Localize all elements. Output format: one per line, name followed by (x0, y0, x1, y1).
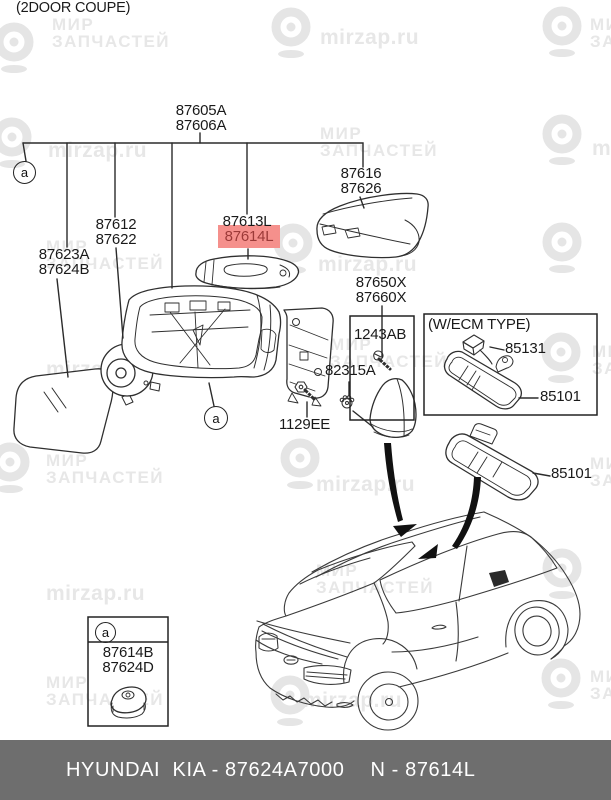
grommet-icon (339, 395, 355, 409)
watermark-site: mirzap.ru (48, 139, 148, 162)
watermark-site: mirzap.ru (46, 582, 146, 605)
footer-part-number: HYUNDAI KIA - 87624A7000 (66, 758, 345, 781)
watermark-site: mirzap.ru (592, 137, 611, 160)
mirror-housing-drawing (121, 285, 334, 407)
lamp-bracket-drawing (195, 255, 300, 290)
footer-ref-number: N - 87614L (370, 758, 476, 781)
highlight-box (218, 225, 280, 248)
marker-a-housing: a (204, 406, 228, 430)
variant-title: (2DOOR COUPE) (16, 0, 131, 16)
part-label-grommet[interactable]: 82315A (325, 362, 376, 379)
part-label-highlighted[interactable]: 87614L (224, 228, 274, 245)
part-label-screw[interactable]: 1243AB (354, 326, 407, 343)
bolt-icon (294, 381, 316, 401)
part-label-bolt[interactable]: 1129EE (279, 416, 331, 433)
mirror-glass-drawing (13, 368, 114, 454)
part-label-ecm-mirror[interactable]: 85101 (540, 388, 581, 405)
part-label-lamp-bracket[interactable]: 87613L (222, 213, 272, 230)
watermark-site: mirzap.ru (303, 689, 403, 712)
watermark-site: mirzap.ru (46, 358, 146, 381)
watermark-site: mirzap.ru (320, 26, 420, 49)
watermark-site: mirzap.ru (316, 473, 416, 496)
part-label-ecm-sensor[interactable]: 85131 (505, 340, 546, 357)
base-cover-drawing (369, 378, 417, 438)
part-label-inside-mirror[interactable]: 85101 (551, 465, 592, 482)
marker-a-top: a (13, 161, 36, 184)
marker-a-detail-box: a (95, 622, 116, 643)
watermark-site: mirzap.ru (318, 253, 418, 276)
ecm-sensor-drawing (462, 334, 493, 365)
ecm-mirror-drawing (443, 350, 522, 410)
mirror-cover-drawing (316, 192, 429, 259)
ecm-box-title: (W/ECM TYPE) (428, 316, 531, 333)
footer-bar: HYUNDAI KIA - 87624A7000 N - 87614L (0, 740, 611, 800)
inside-mirror-drawing (445, 423, 539, 501)
pointer-arrows (384, 443, 481, 559)
